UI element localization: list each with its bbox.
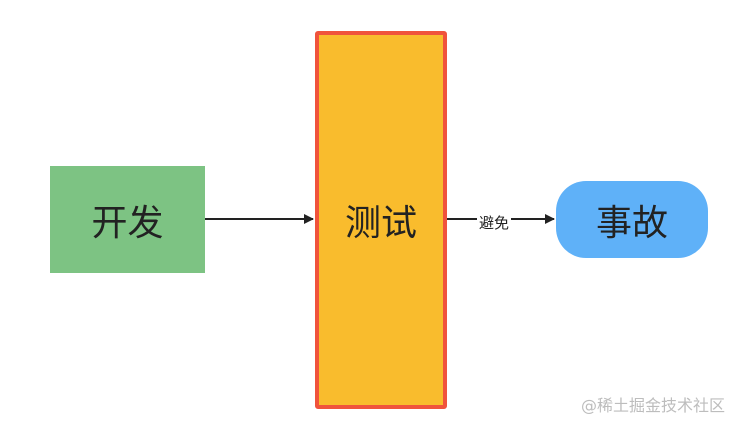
node-test-label: 测试 (344, 203, 417, 244)
watermark: @稀土掘金技术社区 (580, 396, 725, 415)
edge-label-avoid: 避免 (477, 212, 512, 233)
node-incident-label: 事故 (595, 202, 668, 244)
node-test: 测试 (315, 31, 447, 409)
node-dev: 开发 (50, 166, 205, 273)
node-incident: 事故 (556, 181, 708, 258)
node-dev-label: 开发 (91, 202, 164, 244)
